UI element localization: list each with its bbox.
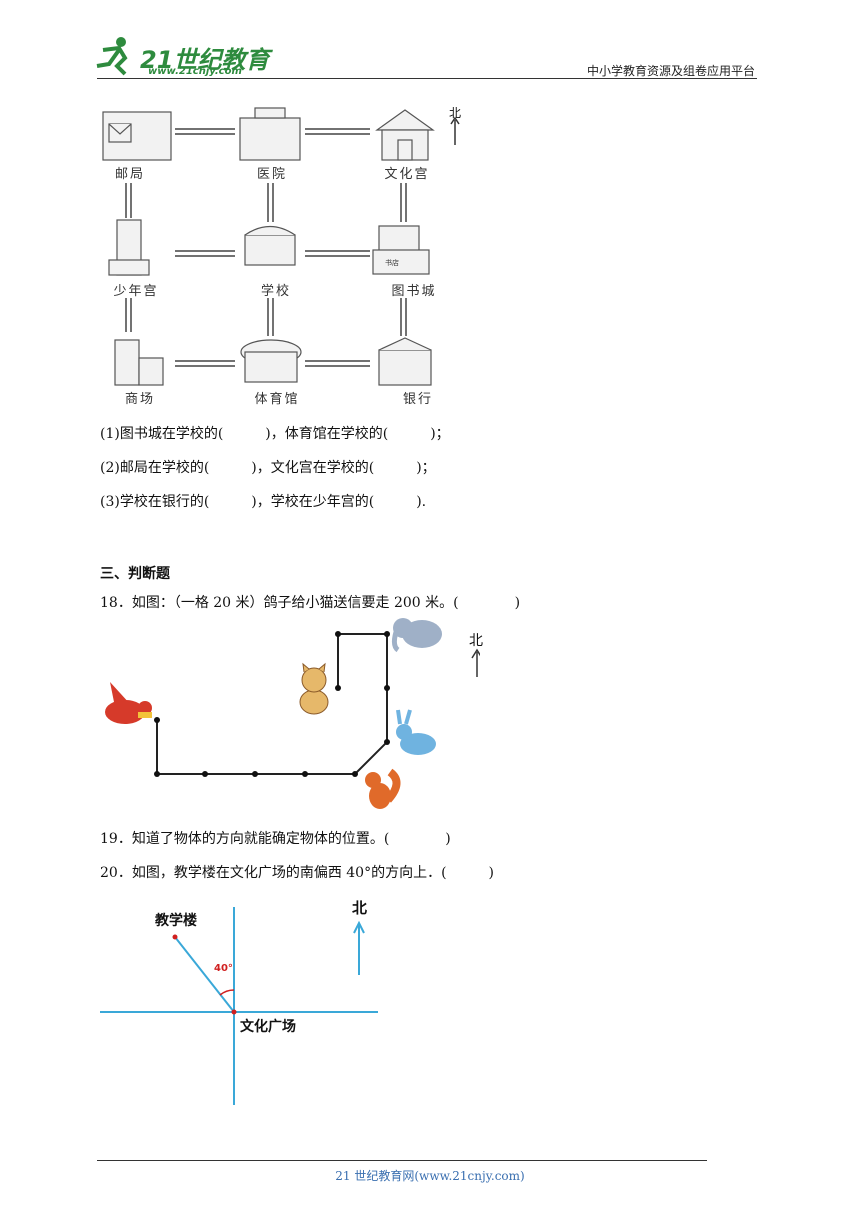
map-north-label: 北	[449, 106, 462, 120]
q20-building-label: 教学楼	[155, 913, 197, 929]
q17-part1: (1)图书城在学校的( )，体育馆在学校的( )；	[100, 426, 450, 442]
place-youth-palace: 少年宫	[113, 284, 159, 299]
runner-logo-icon	[96, 37, 128, 76]
q18-path-diagram	[105, 618, 480, 809]
q20-square-label: 文化广场	[240, 1019, 296, 1035]
q20-angle-diagram	[100, 907, 378, 1105]
footer-text: 21 世纪教育网(www.21cnjy.com)	[335, 1169, 525, 1183]
q19-text: 19．知道了物体的方向就能确定物体的位置。( )	[100, 831, 451, 847]
place-bank: 银行	[402, 392, 433, 407]
header-divider	[97, 78, 757, 79]
q20-text: 20．如图，教学楼在文化广场的南偏西 40°的方向上．( )	[100, 865, 495, 881]
squirrel-icon	[365, 768, 401, 809]
section-title: 三、判断题	[100, 566, 170, 582]
platform-title: 中小学教育资源及组卷应用平台	[586, 64, 755, 78]
pigeon-icon	[105, 682, 152, 724]
logo-sub: www.21cnjy.com	[148, 66, 242, 77]
logo-main: 21世纪教育	[140, 46, 270, 74]
bookstore-sign: 书店	[385, 258, 399, 267]
q17-part3: (3)学校在银行的( )，学校在少年宫的( ).	[100, 494, 427, 510]
place-mall: 商场	[124, 392, 155, 407]
q18-north-label: 北	[469, 633, 483, 649]
place-hospital: 医院	[256, 167, 287, 182]
cat-icon	[299, 662, 329, 715]
q20-angle-label: 40°	[214, 963, 233, 974]
place-book-city: 图书城	[391, 284, 437, 299]
place-stadium: 体育馆	[254, 392, 300, 407]
map-grid: 书店	[102, 107, 460, 386]
place-culture-palace: 文化宫	[384, 167, 430, 182]
place-post-office: 邮局	[114, 167, 145, 182]
rabbit-icon	[396, 709, 436, 755]
q20-north-label: 北	[352, 899, 368, 917]
q17-part2: (2)邮局在学校的( )，文化宫在学校的( )；	[100, 460, 436, 476]
place-school: 学校	[260, 284, 291, 299]
elephant-icon	[391, 618, 442, 653]
q18-text: 18．如图：（一格 20 米）鸽子给小猫送信要走 200 米。( )	[100, 595, 521, 611]
footer-divider	[97, 1160, 707, 1161]
